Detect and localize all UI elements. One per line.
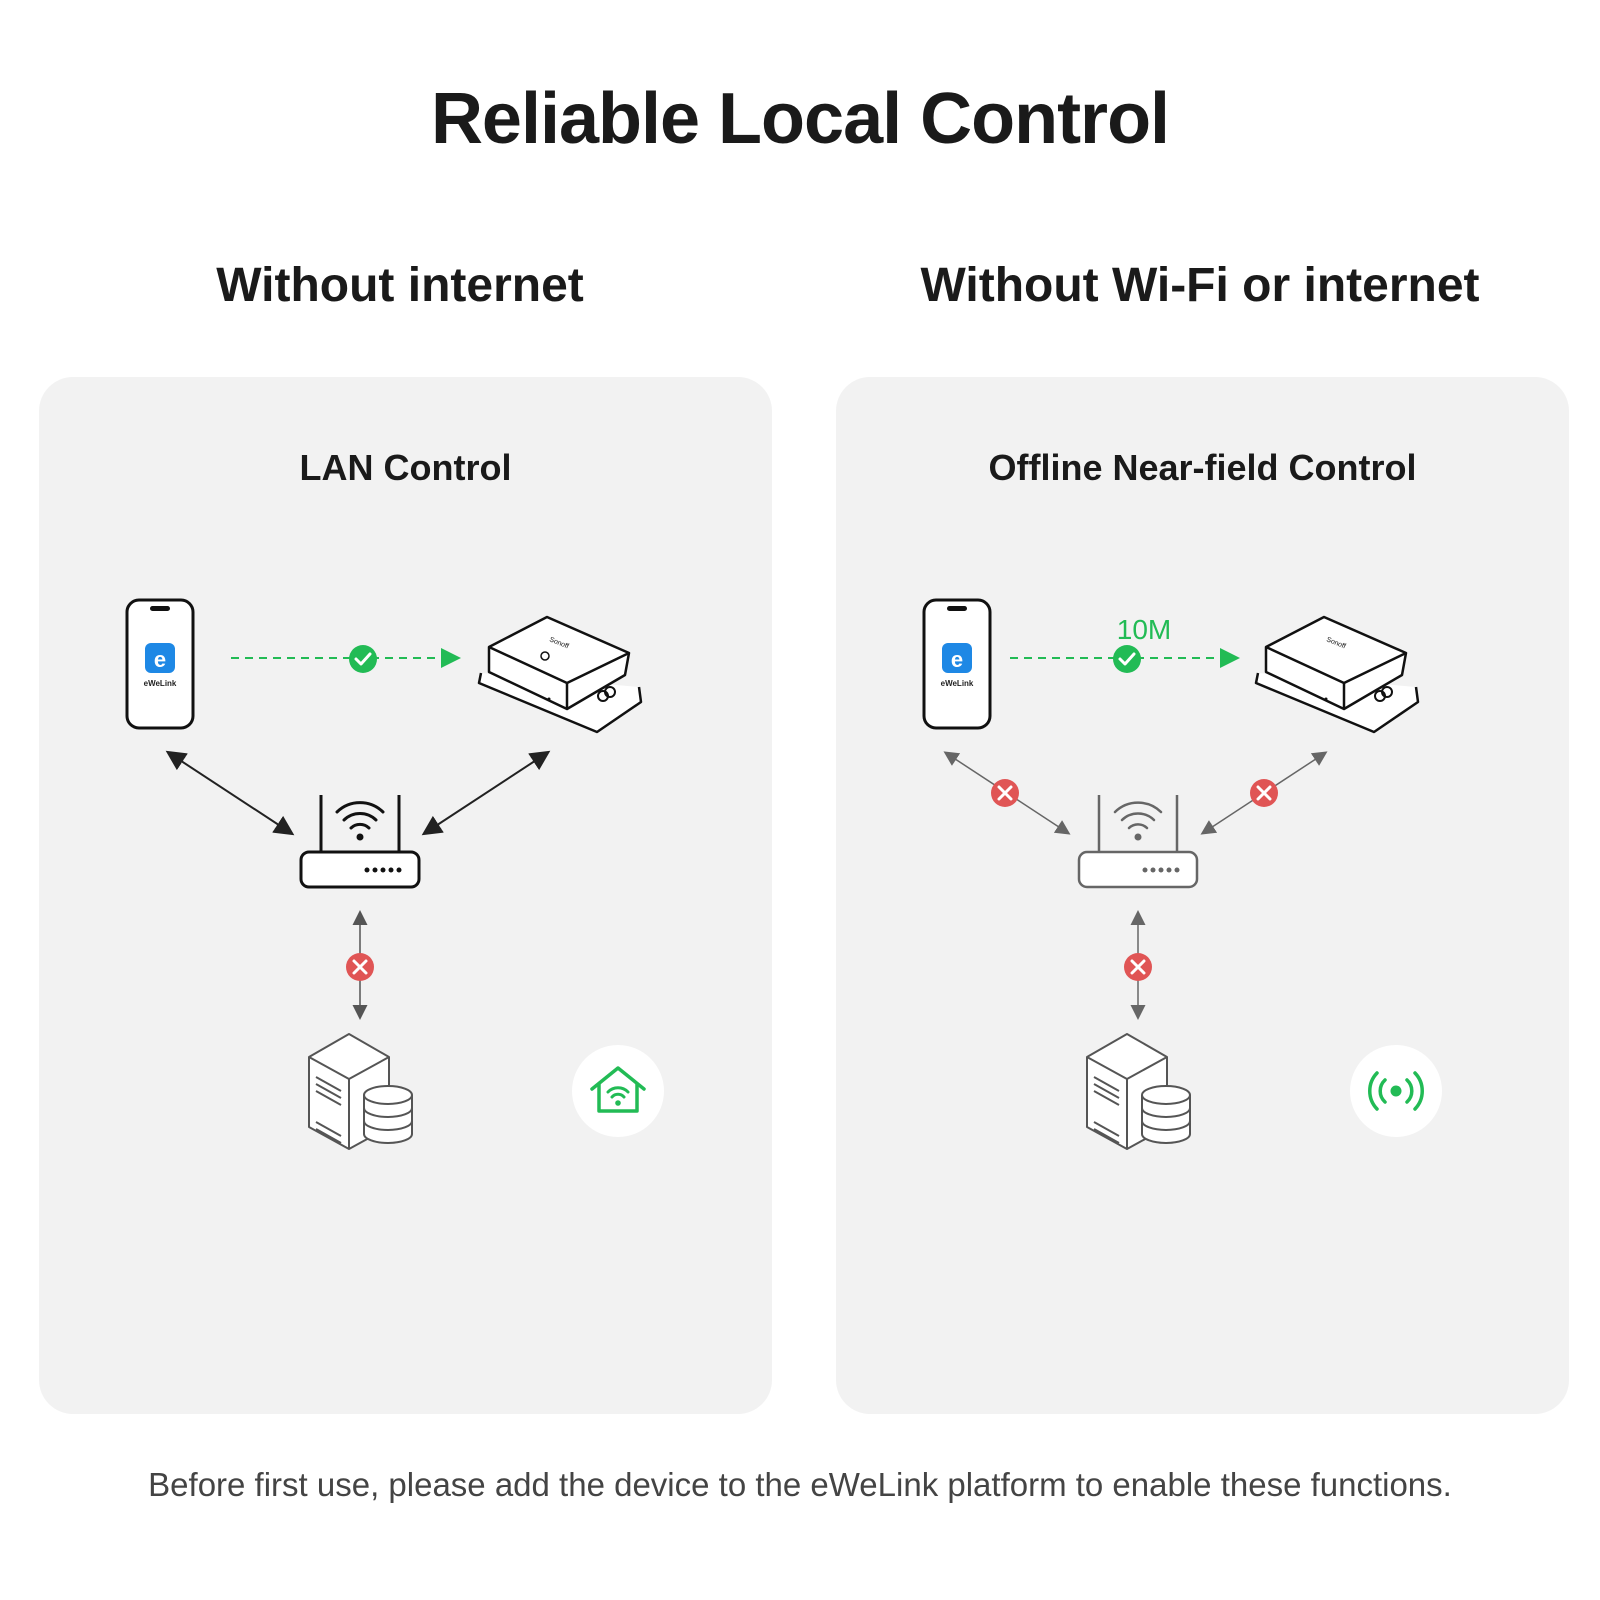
- wifi-router-icon: [1077, 795, 1199, 889]
- page-title: Reliable Local Control: [430, 79, 1170, 159]
- lan-control-panel: LAN Control e eWeLink: [39, 377, 772, 1414]
- device-router-link-blocked: [1200, 751, 1328, 835]
- usage-footnote: Before first use, please add the device …: [148, 1466, 1452, 1503]
- cross-icon: [991, 779, 1019, 807]
- left-column-heading: Without internet: [216, 259, 584, 312]
- panel-title-lan: LAN Control: [299, 447, 512, 488]
- near-field-control-panel: Offline Near-field Control e eWeLink 10M: [836, 377, 1569, 1414]
- smart-switch-device-icon: Sonoff: [477, 615, 643, 734]
- wifi-router-icon: [299, 795, 421, 889]
- right-column-heading: Without Wi-Fi or internet: [920, 259, 1480, 312]
- near-field-control-diagram: e eWeLink 10M Sonoff: [922, 598, 1442, 1150]
- smartphone-icon: e eWeLink: [922, 598, 992, 730]
- app-name-label: eWeLink: [144, 679, 177, 688]
- smart-switch-device-icon: Sonoff: [1254, 615, 1420, 734]
- router-cloud-link-blocked: [1124, 910, 1152, 1020]
- cloud-server-icon: [308, 1033, 413, 1150]
- lan-control-diagram: e eWeLink Sonoff: [125, 598, 664, 1150]
- router-cloud-link-blocked: [346, 910, 374, 1020]
- check-icon: [349, 645, 377, 673]
- smartphone-icon: e eWeLink: [125, 598, 195, 730]
- ewelink-app-icon: e: [145, 643, 175, 673]
- smart-home-icon: [572, 1045, 664, 1137]
- app-name-label: eWeLink: [941, 679, 974, 688]
- ewelink-app-icon: e: [942, 643, 972, 673]
- app-icon-letter: e: [951, 647, 963, 672]
- panel-title-near-field: Offline Near-field Control: [988, 447, 1417, 488]
- direct-link-success: [231, 645, 461, 673]
- cross-icon: [346, 953, 374, 981]
- cross-icon: [1250, 779, 1278, 807]
- phone-router-link: [165, 750, 295, 836]
- phone-router-link-blocked: [943, 751, 1071, 835]
- device-router-link: [421, 750, 551, 836]
- cross-icon: [1124, 953, 1152, 981]
- app-icon-letter: e: [154, 647, 166, 672]
- distance-label: 10M: [1117, 614, 1171, 645]
- check-icon: [1113, 645, 1141, 673]
- near-field-signal-icon: [1350, 1045, 1442, 1137]
- direct-link-success: [1010, 645, 1240, 673]
- cloud-server-icon: [1086, 1033, 1191, 1150]
